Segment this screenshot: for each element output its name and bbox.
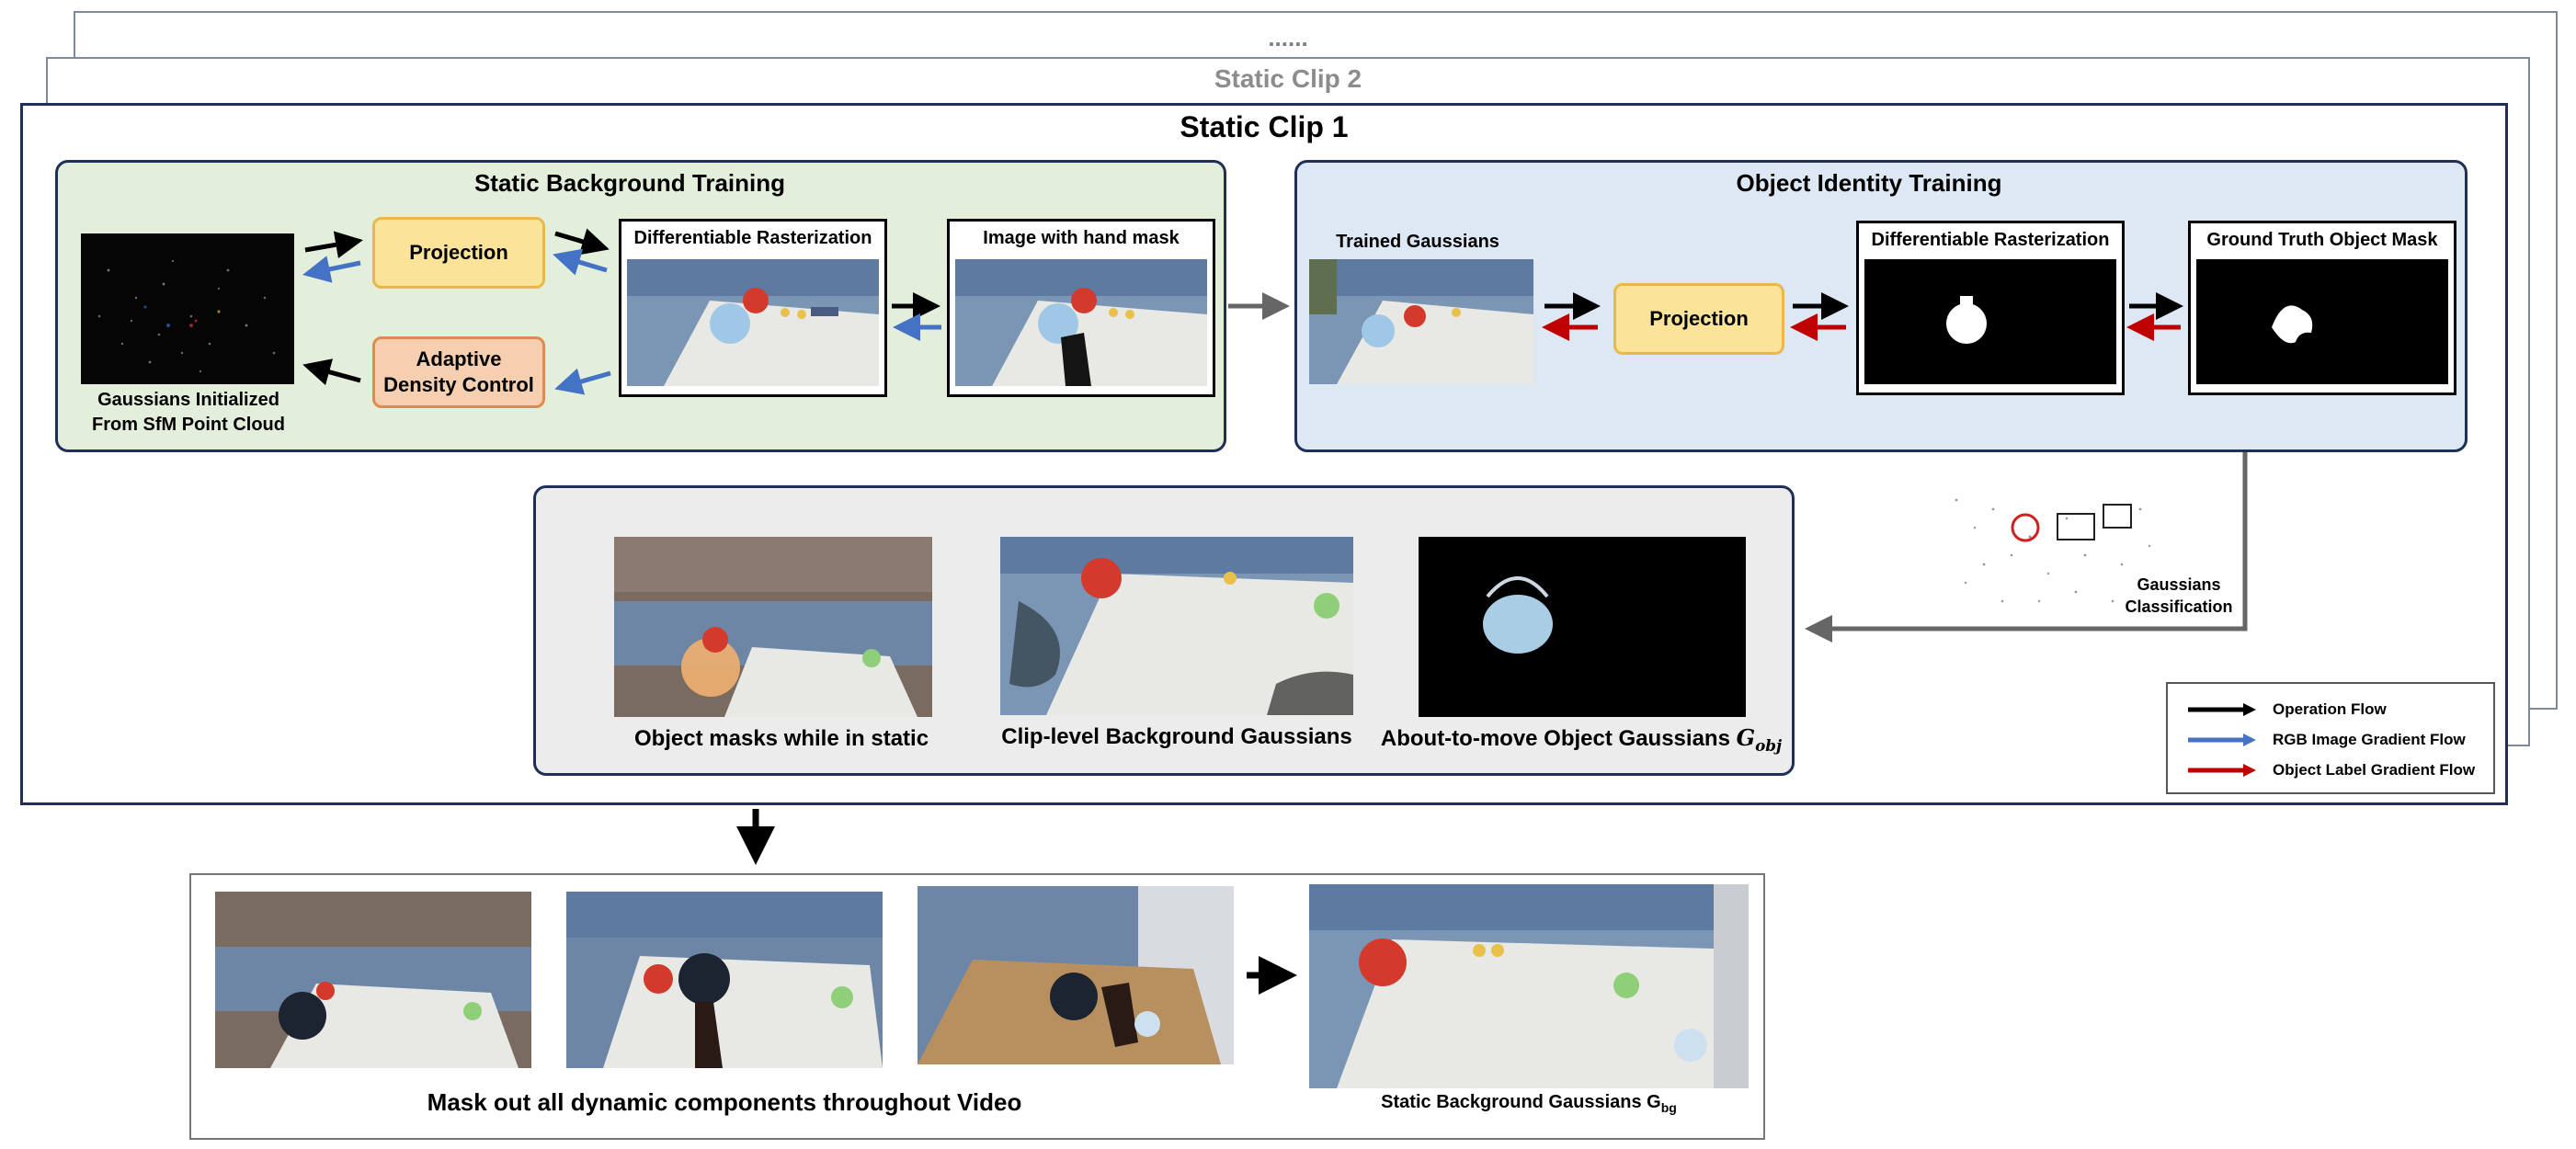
trained-gaussians-label: Trained Gaussians bbox=[1336, 232, 1499, 252]
classification-line2: Classification bbox=[2125, 597, 2233, 616]
gaussians-initialized-line1: Gaussians Initialized bbox=[97, 390, 279, 410]
video-frame-3 bbox=[918, 886, 1234, 1064]
diff-raster-title-bg: Differentiable Rasterization bbox=[633, 228, 872, 248]
legend-label-arrow bbox=[2188, 764, 2256, 777]
gt-object-mask bbox=[2196, 259, 2448, 384]
object-identity-title: Object Identity Training bbox=[1736, 169, 2002, 197]
gt-mask-title: Ground Truth Object Mask bbox=[2206, 230, 2438, 250]
legend: Operation Flow RGB Image Gradient Flow O… bbox=[2166, 682, 2495, 794]
static-background-title: Static Background Training bbox=[473, 169, 786, 197]
adc-line1: Adaptive bbox=[416, 347, 502, 370]
adaptive-density-control-node: Adaptive Density Control bbox=[372, 336, 545, 408]
legend-label-label: Object Label Gradient Flow bbox=[2273, 761, 2476, 779]
gaussians-initialized-line2: From SfM Point Cloud bbox=[92, 415, 285, 435]
diff-raster-title-obj: Differentiable Rasterization bbox=[1871, 230, 2110, 250]
object-masks-image bbox=[614, 537, 932, 717]
object-masks-caption: Object masks while in static bbox=[633, 726, 929, 751]
hand-mask-image bbox=[955, 259, 1207, 386]
legend-operation: Operation Flow bbox=[2186, 699, 2387, 721]
object-gaussians-image bbox=[1419, 537, 1746, 717]
static-background-caption-subscript: bg bbox=[1660, 1100, 1677, 1115]
rendered-scene-image bbox=[627, 259, 879, 386]
clip2-title: Static Clip 2 bbox=[1214, 64, 1362, 93]
object-gaussians-text: About-to-move Object Gaussians bbox=[1380, 726, 1730, 751]
static-background-image bbox=[1309, 884, 1749, 1088]
legend-rgb: RGB Image Gradient Flow bbox=[2186, 729, 2466, 751]
clip-background-caption: Clip-level Background Gaussians bbox=[1001, 724, 1352, 749]
legend-operation-label: Operation Flow bbox=[2273, 700, 2387, 718]
object-gaussians-symbol: G bbox=[1736, 724, 1756, 751]
object-gaussians-caption: About-to-move Object Gaussians Gobj bbox=[1379, 724, 1784, 756]
mask-out-caption: Mask out all dynamic components througho… bbox=[427, 1088, 1022, 1116]
video-frame-2 bbox=[566, 892, 883, 1068]
static-background-caption-text: Static Background Gaussians G bbox=[1381, 1092, 1661, 1112]
static-background-caption: Static Background Gaussians Gbg bbox=[1309, 1092, 1749, 1115]
legend-rgb-arrow bbox=[2188, 734, 2256, 746]
gaussians-initialized-label: Gaussians Initialized From SfM Point Clo… bbox=[64, 388, 313, 438]
clip1-title: Static Clip 1 bbox=[1180, 110, 1349, 143]
projection-node-obj: Projection bbox=[1613, 283, 1784, 355]
video-frame-1 bbox=[215, 892, 531, 1068]
sfm-point-cloud-image bbox=[81, 233, 294, 384]
legend-rgb-label: RGB Image Gradient Flow bbox=[2273, 731, 2466, 748]
gaussians-classification-label: Gaussians Classification bbox=[2114, 574, 2243, 618]
object-gaussians-subscript: obj bbox=[1755, 735, 1783, 755]
legend-operation-arrow bbox=[2188, 703, 2256, 716]
hand-mask-title: Image with hand mask bbox=[983, 228, 1180, 248]
classification-line1: Gaussians bbox=[2137, 575, 2221, 594]
adc-line2: Density Control bbox=[383, 373, 534, 396]
clip-dots: ...... bbox=[1268, 24, 1308, 51]
clip-background-image bbox=[1000, 537, 1353, 715]
trained-gaussians-image bbox=[1309, 259, 1533, 384]
rendered-object-mask bbox=[1864, 259, 2116, 384]
projection-node-bg: Projection bbox=[372, 217, 545, 289]
legend-label: Object Label Gradient Flow bbox=[2186, 759, 2475, 781]
